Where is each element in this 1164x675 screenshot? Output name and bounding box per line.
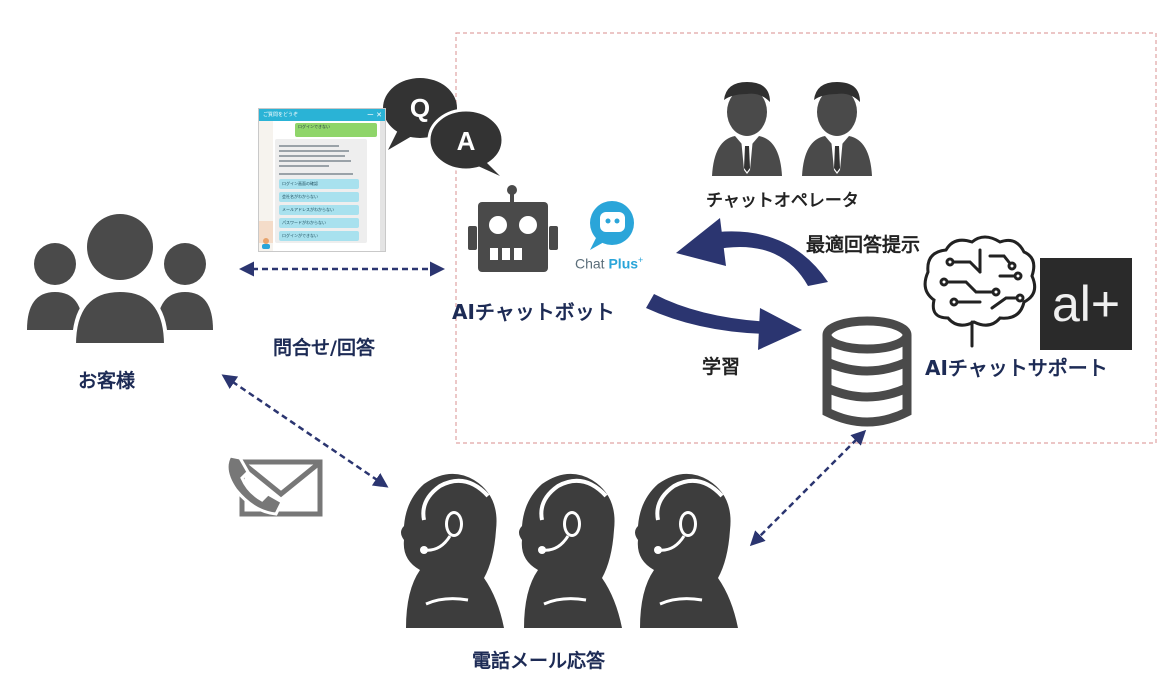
database-icon (822, 316, 912, 427)
chat-text-line (279, 160, 351, 162)
qa-bubbles-icon (383, 78, 505, 176)
q-letter: Q (410, 93, 430, 123)
operator-icon (712, 82, 872, 176)
phone-mail-icon (225, 454, 323, 517)
chat-window-header: ご質問をどうぞ ー ✕ (259, 109, 385, 121)
phone-mail-label: 電話メール応答 (472, 650, 606, 672)
learning-label: 学習 (702, 356, 741, 378)
chat-option-4[interactable]: パスワードがわからない (279, 218, 359, 228)
chat-window-title: ご質問をどうぞ (263, 112, 299, 118)
chat-text-line (279, 155, 345, 157)
brain-circuit-icon (923, 235, 1037, 348)
ai-chat-support-label: AIチャットサポート (925, 356, 1108, 380)
inquiry-answer-label: 問合せ/回答 (273, 337, 375, 359)
chat-option-1[interactable]: ログイン画面の確認 (279, 179, 359, 189)
chat-text-line (279, 150, 349, 152)
headset-agent-icon (401, 473, 738, 628)
chatplus-logo (590, 201, 634, 250)
chat-scrollbar (380, 121, 385, 251)
robot-icon (468, 185, 558, 272)
chatplus-sup: + (638, 255, 644, 265)
aplus-logo: al+ (1040, 258, 1132, 350)
customer-phone-arrow (221, 374, 389, 488)
chat-window-controls: ー ✕ (366, 111, 382, 119)
chat-window-thumbnail: ご質問をどうぞ ー ✕ ログインできない ログイン画面の確認 会社名がわからない… (258, 108, 386, 252)
chat-operator-label: チャットオペレータ (706, 191, 859, 211)
learning-arrow (646, 294, 802, 350)
chatplus-name: Chat (575, 255, 605, 272)
chat-text-line (279, 173, 353, 175)
chat-user-bubble: ログインできない (295, 123, 377, 137)
chat-option-2[interactable]: 会社名がわからない (279, 192, 359, 202)
optimal-answer-label: 最適回答提示 (806, 234, 921, 256)
chat-text-line (279, 165, 329, 167)
chatplus-plus: Plus (608, 255, 639, 272)
chat-option-5[interactable]: ログインができない (279, 231, 359, 241)
customer-label: お客様 (78, 370, 136, 392)
ai-chatbot-label: AIチャットボット (452, 300, 615, 324)
chat-agent-avatar-icon (262, 238, 270, 249)
chat-text-line (279, 145, 339, 147)
database-agent-arrow (749, 429, 867, 547)
chat-option-3[interactable]: メールアドレスがわからない (279, 205, 359, 215)
customer-group-icon (27, 214, 213, 347)
chat-side-pane (259, 121, 273, 251)
optimal-answer-arrow (676, 218, 828, 286)
a-letter: A (457, 126, 476, 156)
chatplus-wordmark: Chat Plus+ (575, 255, 643, 272)
